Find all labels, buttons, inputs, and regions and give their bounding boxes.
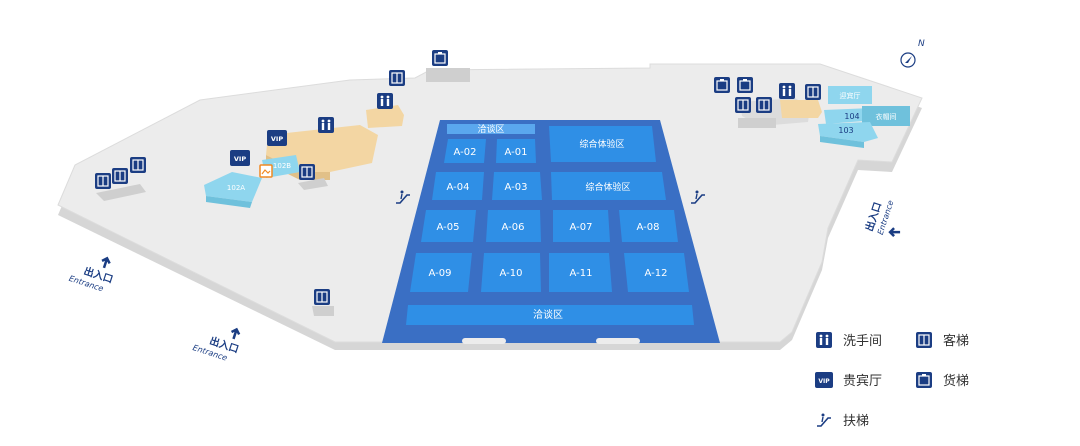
booth-a-08-label: A-08: [637, 222, 660, 233]
legend-escalator: 扶梯: [815, 410, 869, 429]
booth-a-04-label: A-04: [447, 182, 470, 193]
cloakroom[interactable]: 衣帽间: [862, 106, 910, 126]
vip-lounge-icon: VIP: [815, 371, 833, 389]
photo-icon[interactable]: [259, 164, 273, 178]
room-102b-label: 102B: [273, 162, 291, 170]
booth-a-09-label: A-09: [429, 268, 452, 279]
freight-elevator-icon: [915, 370, 933, 389]
vip-badge-label: VIP: [271, 135, 283, 143]
passenger-elevator-icon[interactable]: [755, 96, 773, 114]
legend-escalator-label: 扶梯: [843, 414, 870, 429]
legend-vip-lounge: VIP 贵宾厅: [815, 370, 882, 389]
booth-a-12[interactable]: A-12: [624, 253, 689, 292]
vip-badge-label: VIP: [234, 155, 246, 163]
booth-a-01-label: A-01: [505, 147, 528, 158]
booth-a-02[interactable]: A-02: [444, 139, 486, 163]
passenger-elevator-icon[interactable]: [129, 156, 147, 174]
legend-freight-elevator: 货梯: [915, 370, 969, 389]
legend-passenger-elevator: 客梯: [915, 330, 969, 349]
booth-a-09[interactable]: A-09: [410, 253, 472, 292]
booth-a-08[interactable]: A-08: [619, 210, 678, 242]
zone-top-label: 洽谈区: [477, 123, 504, 135]
booth-a-11-label: A-11: [570, 268, 593, 279]
escalator-icon: [815, 411, 833, 429]
passenger-elevator-icon[interactable]: [388, 69, 406, 87]
legend-vip-badge-label: VIP: [818, 378, 830, 385]
room-103[interactable]: 103: [818, 122, 878, 148]
room-103-label: 103: [838, 126, 853, 135]
room-102a[interactable]: 102A: [204, 172, 262, 208]
booth-a-03[interactable]: A-03: [492, 172, 542, 200]
booth-a-05[interactable]: A-05: [421, 210, 476, 242]
restroom-icon[interactable]: [779, 83, 795, 99]
icon-pedestals: [96, 68, 776, 316]
legend-restroom: 洗手间: [815, 330, 882, 349]
booth-a-11[interactable]: A-11: [549, 253, 612, 292]
booth-a-12-label: A-12: [645, 268, 668, 279]
reception-hall[interactable]: 迎宾厅: [828, 86, 872, 104]
restroom-icon[interactable]: [318, 117, 334, 133]
passenger-elevator-icon: [915, 330, 933, 349]
legend-vip-lounge-label: 贵宾厅: [843, 374, 883, 389]
booth-a-10-label: A-10: [500, 268, 523, 279]
entrance-left[interactable]: 出入口 Entrance: [68, 249, 119, 295]
passenger-elevator-icon[interactable]: [804, 83, 822, 101]
vip-lounge-icon[interactable]: VIP: [230, 150, 250, 166]
experience-zone-1-label: 综合体验区: [579, 138, 624, 150]
booth-a-07[interactable]: A-07: [553, 210, 610, 242]
booth-a-04[interactable]: A-04: [432, 172, 484, 200]
room-104-label: 104: [844, 112, 859, 121]
zone-top[interactable]: 洽谈区: [447, 123, 535, 135]
passenger-elevator-icon[interactable]: [734, 96, 752, 114]
reception-hall-label: 迎宾厅: [840, 91, 861, 100]
entrance-right[interactable]: 出入口 Entrance: [862, 195, 909, 241]
freight-elevator-icon[interactable]: [431, 49, 449, 67]
compass-north-label: N: [918, 39, 925, 49]
booth-a-10[interactable]: A-10: [481, 253, 541, 292]
cloakroom-label: 衣帽间: [876, 112, 897, 121]
zone-bottom[interactable]: 洽谈区: [406, 305, 694, 325]
freight-elevator-icon[interactable]: [713, 76, 731, 94]
restroom-icon[interactable]: [377, 93, 393, 109]
booths: 洽谈区 A-02 A-01 综合体验区 A-04 A-03 综合体验区 A-0: [406, 123, 694, 325]
booth-a-02-label: A-02: [454, 147, 477, 158]
restroom-icon: [815, 331, 833, 349]
compass: N: [900, 39, 925, 68]
experience-zone-1[interactable]: 综合体验区: [549, 126, 656, 162]
experience-zone-2[interactable]: 综合体验区: [551, 172, 666, 200]
passenger-elevator-icon[interactable]: [298, 163, 316, 181]
passenger-elevator-icon[interactable]: [111, 167, 129, 185]
entrance-bottom[interactable]: 出入口 Entrance: [192, 318, 245, 365]
booth-a-03-label: A-03: [505, 182, 528, 193]
booth-a-06-label: A-06: [502, 222, 525, 233]
left-rooms: 102A 102B: [204, 105, 404, 208]
legend-passenger-elevator-label: 客梯: [943, 334, 970, 349]
vip-lounge-icon[interactable]: VIP: [267, 130, 287, 146]
booth-a-07-label: A-07: [570, 222, 593, 233]
zone-bottom-label: 洽谈区: [533, 308, 563, 321]
legend-freight-elevator-label: 货梯: [943, 374, 970, 389]
room-102a-label: 102A: [227, 184, 245, 192]
booth-a-05-label: A-05: [437, 222, 460, 233]
passenger-elevator-icon[interactable]: [313, 288, 331, 306]
legend-restroom-label: 洗手间: [843, 334, 883, 349]
freight-elevator-icon[interactable]: [736, 76, 754, 94]
experience-zone-2-label: 综合体验区: [585, 181, 630, 193]
booth-a-06[interactable]: A-06: [486, 210, 541, 242]
booth-a-01[interactable]: A-01: [496, 139, 536, 163]
passenger-elevator-icon[interactable]: [94, 172, 112, 190]
